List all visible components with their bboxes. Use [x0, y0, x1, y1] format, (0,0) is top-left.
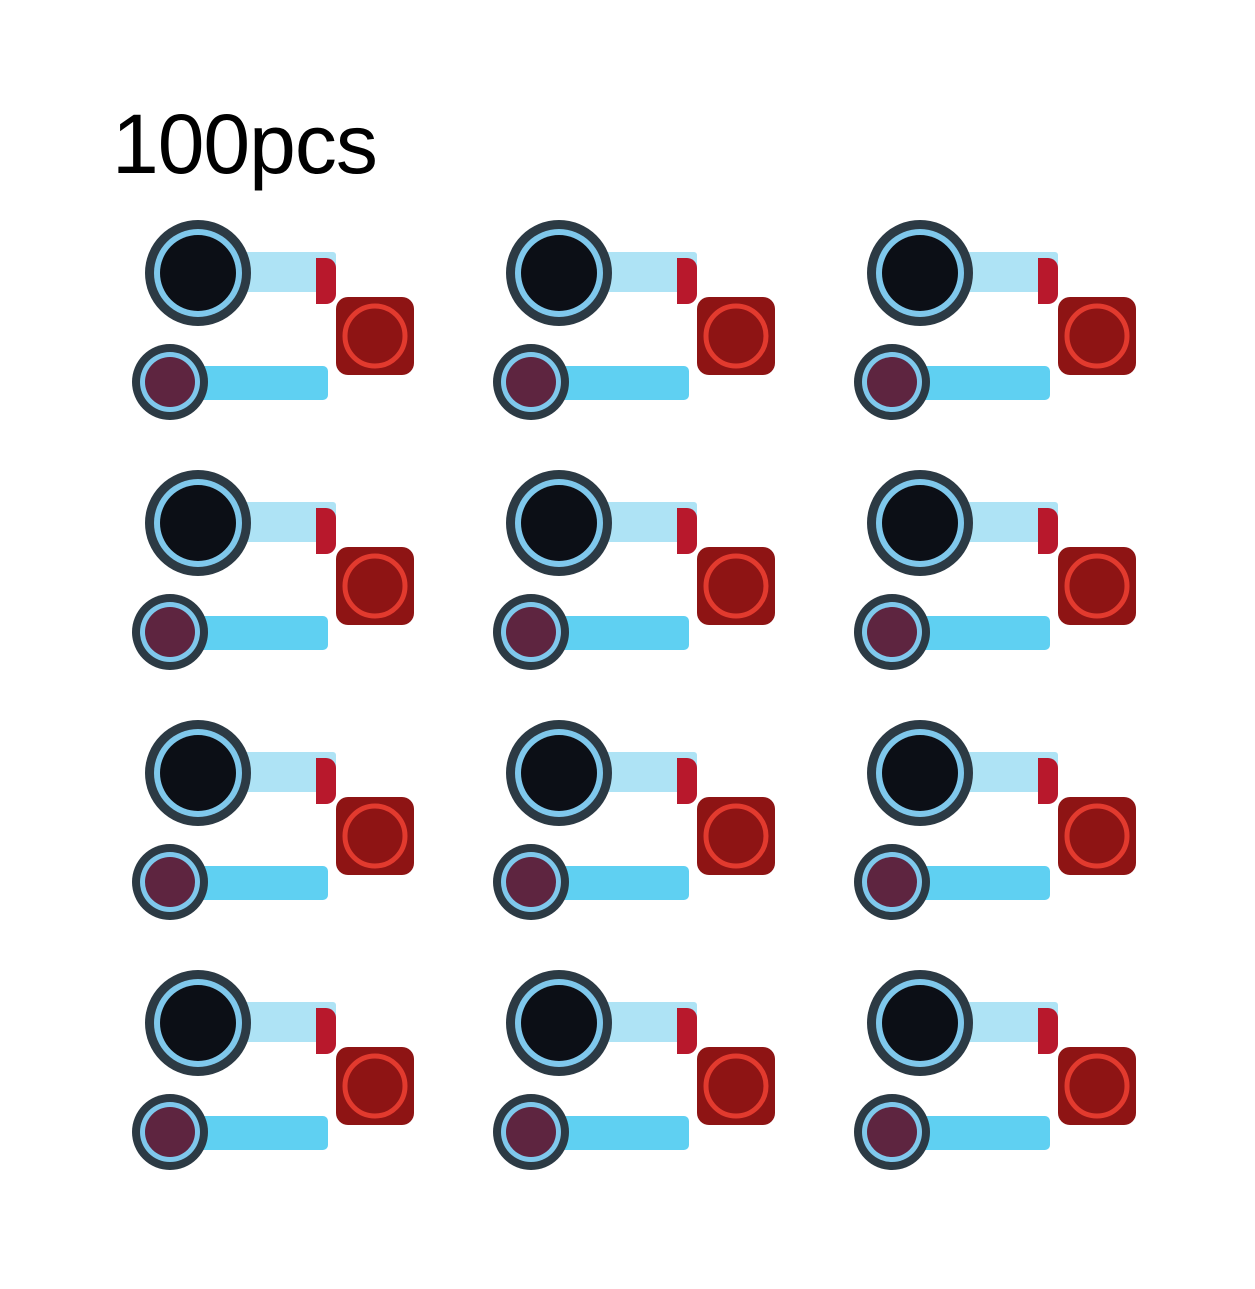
large-lens-sticker-icon	[867, 720, 1058, 826]
red-square-sticker-icon	[1058, 297, 1136, 375]
sticker-set	[852, 970, 1152, 1190]
large-lens-sticker-icon	[145, 220, 336, 326]
red-square-sticker-icon	[336, 1047, 414, 1125]
quantity-label: 100pcs	[112, 97, 378, 191]
small-lens-sticker-icon	[132, 594, 328, 670]
sticker-set	[852, 220, 1152, 440]
small-lens-sticker-icon	[493, 594, 689, 670]
small-lens-sticker-icon	[854, 344, 1050, 420]
sticker-set	[130, 970, 430, 1190]
small-lens-sticker-icon	[854, 1094, 1050, 1170]
small-lens-sticker-icon	[493, 1094, 689, 1170]
small-lens-sticker-icon	[493, 344, 689, 420]
red-square-sticker-icon	[1058, 547, 1136, 625]
large-lens-sticker-icon	[506, 220, 697, 326]
small-lens-sticker-icon	[493, 844, 689, 920]
large-lens-sticker-icon	[506, 470, 697, 576]
large-lens-sticker-icon	[145, 720, 336, 826]
small-lens-sticker-icon	[132, 344, 328, 420]
red-square-sticker-icon	[697, 797, 775, 875]
red-square-sticker-icon	[336, 547, 414, 625]
small-lens-sticker-icon	[132, 844, 328, 920]
small-lens-sticker-icon	[132, 1094, 328, 1170]
sticker-set	[130, 220, 430, 440]
red-square-sticker-icon	[697, 547, 775, 625]
small-lens-sticker-icon	[854, 844, 1050, 920]
small-lens-sticker-icon	[854, 594, 1050, 670]
large-lens-sticker-icon	[145, 470, 336, 576]
sticker-set	[491, 220, 791, 440]
large-lens-sticker-icon	[867, 470, 1058, 576]
large-lens-sticker-icon	[867, 220, 1058, 326]
large-lens-sticker-icon	[506, 720, 697, 826]
large-lens-sticker-icon	[867, 970, 1058, 1076]
red-square-sticker-icon	[1058, 1047, 1136, 1125]
red-square-sticker-icon	[1058, 797, 1136, 875]
sticker-set	[491, 470, 791, 690]
red-square-sticker-icon	[697, 297, 775, 375]
sticker-set	[491, 970, 791, 1190]
sticker-set	[491, 720, 791, 940]
sticker-set	[852, 720, 1152, 940]
large-lens-sticker-icon	[506, 970, 697, 1076]
sticker-set	[130, 470, 430, 690]
sticker-set	[130, 720, 430, 940]
red-square-sticker-icon	[697, 1047, 775, 1125]
sticker-set	[852, 470, 1152, 690]
red-square-sticker-icon	[336, 297, 414, 375]
red-square-sticker-icon	[336, 797, 414, 875]
large-lens-sticker-icon	[145, 970, 336, 1076]
